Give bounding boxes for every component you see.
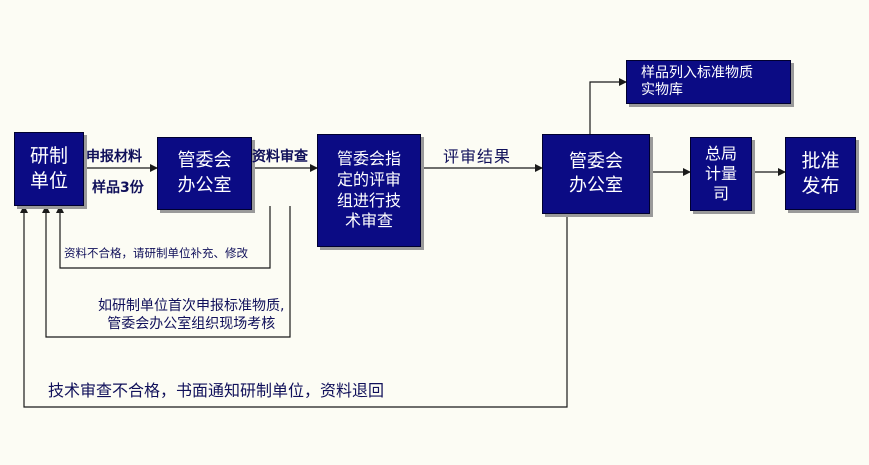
- committee-office-box-2: 管委会 办公室: [542, 134, 650, 214]
- label-tech-fail-return: 技术审查不合格，书面通知研制单位，资料退回: [48, 381, 385, 400]
- review-group-box: 管委会指 定的评审 组进行技 术审查: [317, 134, 421, 247]
- label-material-review: 资料审查: [252, 149, 308, 165]
- bureau-dept-box: 总局 计量 司: [690, 137, 752, 211]
- label-samples: 样品3份: [92, 180, 144, 196]
- arrow-tech-fail: [20, 205, 568, 408]
- arrow-materials-fail: [56, 205, 271, 269]
- arrow-office2-to-library: [589, 78, 627, 134]
- label-review-result: 评审结果: [443, 147, 512, 166]
- committee-office-box-1: 管委会 办公室: [157, 137, 252, 210]
- label-first-time-inspection: 如研制单位首次申报标准物质, 管委会办公室组织现场考核: [98, 298, 285, 332]
- label-materials-fail: 资料不合格，请研制单位补充、修改: [64, 246, 248, 260]
- arrow-first-time: [42, 205, 291, 338]
- reference-library-box: 样品列入标准物质 实物库: [626, 60, 791, 104]
- approve-publish-box: 批准 发布: [785, 137, 856, 210]
- label-submit-materials: 申报材料: [86, 149, 142, 165]
- research-unit-box: 研制 单位: [14, 132, 84, 206]
